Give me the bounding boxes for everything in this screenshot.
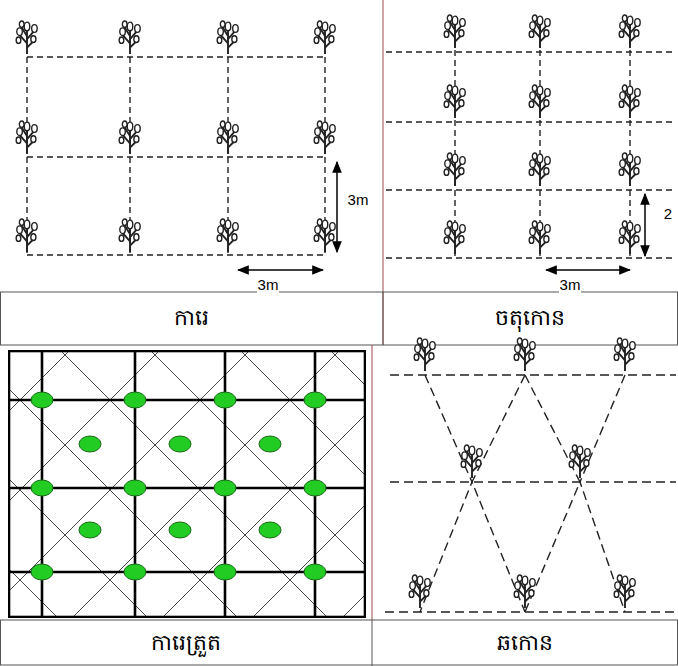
tree-symbol — [119, 121, 140, 154]
plant-dot — [304, 480, 326, 496]
tree-symbol — [217, 219, 238, 252]
layout-caption: ចតុកោន — [495, 305, 565, 331]
dimension-label: 3m — [347, 191, 370, 209]
plant-dot — [304, 392, 326, 408]
tree-symbol — [444, 153, 465, 186]
tree-symbol — [514, 575, 535, 608]
dimension-label: 2 — [663, 205, 673, 223]
tree-symbol — [514, 338, 535, 371]
plant-dot — [124, 480, 146, 496]
tree-symbol — [529, 15, 550, 48]
tree-symbol — [619, 221, 640, 254]
tree-symbol — [314, 121, 335, 154]
tree-symbol — [119, 219, 140, 252]
plant-dot — [214, 564, 236, 580]
tree-symbol — [414, 338, 435, 371]
tree-symbol — [409, 575, 430, 608]
plant-dot — [79, 522, 101, 538]
tree-symbol — [614, 575, 635, 608]
tree-symbol — [444, 85, 465, 118]
tree-symbol — [569, 445, 590, 478]
plant-dot — [169, 522, 191, 538]
plant-dot — [169, 436, 191, 452]
layout-caption: ការេ — [174, 305, 209, 331]
tree-symbol — [217, 121, 238, 154]
tree-symbol — [529, 153, 550, 186]
plant-dot — [304, 564, 326, 580]
tree-symbol — [529, 221, 550, 254]
tree-symbol — [619, 15, 640, 48]
plant-dot — [31, 564, 53, 580]
plant-dot — [259, 436, 281, 452]
tree-symbol — [444, 15, 465, 48]
tree-symbol — [16, 219, 37, 252]
tree-symbol — [619, 153, 640, 186]
plant-dot — [124, 564, 146, 580]
plant-dot — [259, 522, 281, 538]
tree-symbol — [314, 21, 335, 54]
tree-symbol — [619, 85, 640, 118]
dimension-label: 3m — [559, 276, 582, 294]
tree-symbol — [119, 21, 140, 54]
tree-symbol — [444, 221, 465, 254]
layout-caption: ឆកោន — [497, 630, 553, 656]
plant-dot — [31, 392, 53, 408]
plant-dot — [214, 392, 236, 408]
plant-dot — [124, 392, 146, 408]
tree-symbol — [614, 338, 635, 371]
layout-caption: ការេត្រួត — [151, 630, 221, 656]
plant-dot — [214, 480, 236, 496]
tree-symbol — [217, 21, 238, 54]
dimension-label: 3m — [257, 276, 280, 294]
tree-symbol — [16, 21, 37, 54]
tree-symbol — [314, 219, 335, 252]
tree-symbol — [461, 445, 482, 478]
plant-dot — [31, 480, 53, 496]
tree-symbol — [16, 121, 37, 154]
tree-symbol — [529, 85, 550, 118]
plant-dot — [79, 436, 101, 452]
